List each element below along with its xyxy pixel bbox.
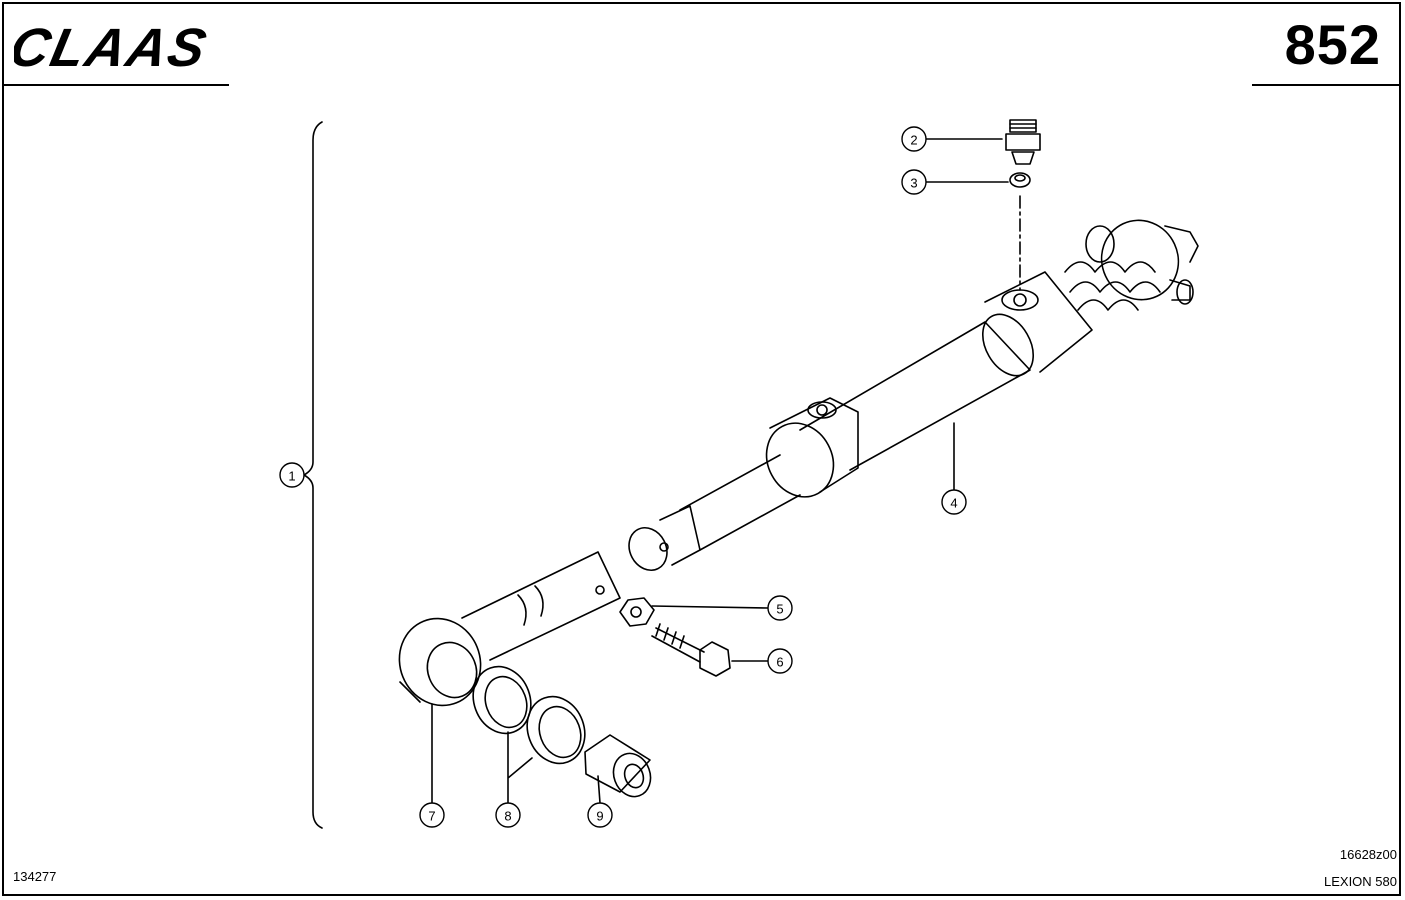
piston-rod	[679, 454, 801, 551]
callout-8	[495, 802, 521, 828]
callout-label-9: 9	[596, 809, 603, 824]
callout-label-1: 1	[288, 469, 295, 484]
callout-4	[941, 489, 967, 515]
callout-5	[767, 595, 793, 621]
callout-label-7: 7	[428, 809, 435, 824]
model-name: LEXION 580	[1324, 874, 1397, 889]
rod-section	[461, 551, 621, 661]
callout-7	[419, 802, 445, 828]
bushing-b	[526, 695, 586, 765]
cylinder-tube	[799, 321, 1031, 471]
callout-6	[767, 648, 793, 674]
image-code: 16628z00	[1339, 847, 1397, 862]
logo-underline	[2, 84, 229, 86]
callout-label-2: 2	[910, 133, 917, 148]
washer	[1009, 172, 1031, 188]
page-number-underline	[1252, 84, 1401, 86]
callout-label-6: 6	[776, 655, 783, 670]
end-fitting	[1100, 219, 1180, 301]
spring	[1064, 261, 1161, 311]
cylinder-tube-end	[981, 313, 1035, 377]
middle-collar	[769, 397, 859, 493]
callout-9	[587, 802, 613, 828]
callout-label-3: 3	[910, 176, 917, 191]
grease-nipple	[1005, 119, 1041, 165]
callout-label-5: 5	[776, 602, 783, 617]
cylinder-head	[984, 271, 1093, 373]
assembly-bracket	[303, 121, 323, 829]
document-number: 134277	[13, 869, 57, 884]
hex-nut	[619, 597, 655, 627]
callout-2	[901, 126, 927, 152]
bolt	[651, 627, 705, 663]
callout-label-4: 4	[950, 496, 957, 511]
page-number: 852	[1284, 13, 1381, 76]
bushing-a	[472, 665, 532, 735]
callout-3	[901, 169, 927, 195]
sleeve	[584, 734, 651, 793]
rod-end	[628, 527, 668, 571]
svg-text:CLAAS: CLAAS	[14, 18, 213, 76]
callout-label-8: 8	[504, 809, 511, 824]
callout-1	[279, 462, 305, 488]
eye-bearing	[398, 617, 482, 707]
claas-logo: CLAAS	[14, 18, 213, 76]
